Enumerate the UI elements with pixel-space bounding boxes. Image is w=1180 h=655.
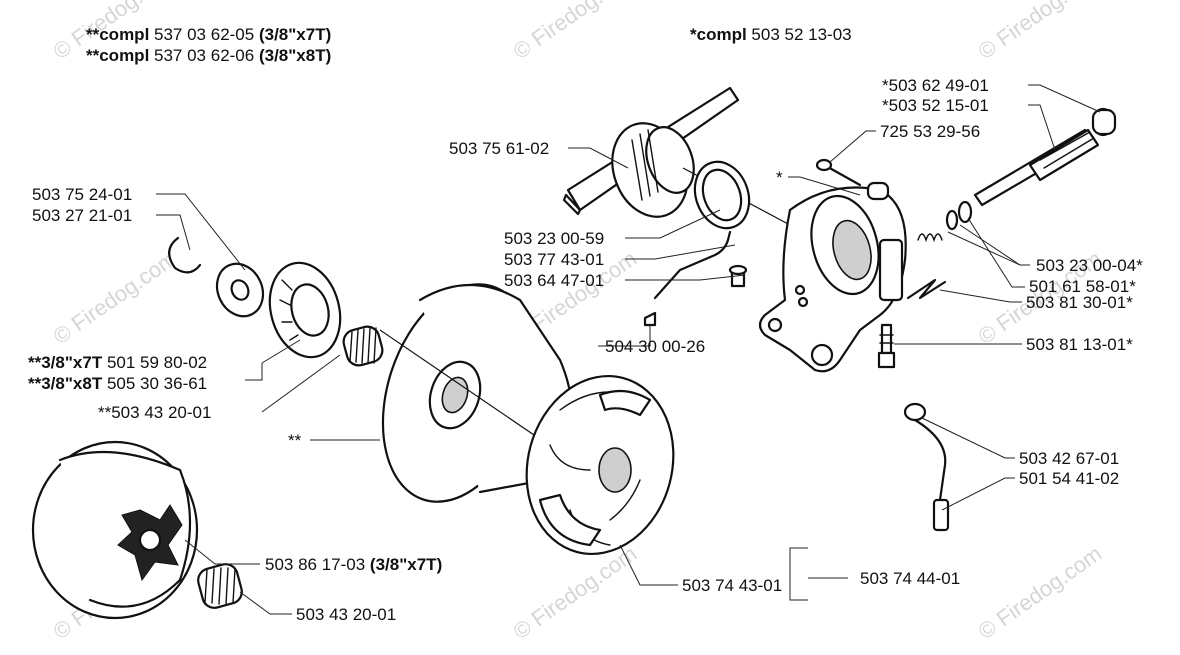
spur-sprocket-drawing xyxy=(31,440,199,620)
label-double-star: ** xyxy=(288,431,302,450)
label-compl-503-52-13-03: *compl 503 52 13-03 xyxy=(690,25,852,44)
label-503-42-67-01: 503 42 67-01 xyxy=(1019,449,1119,468)
label-503-62-49-01: *503 62 49-01 xyxy=(882,76,989,95)
screw-drawing xyxy=(815,158,862,187)
label-501-61-58-01: 501 61 58-01* xyxy=(1029,277,1136,296)
label-503-27-21-01: 503 27 21-01 xyxy=(32,206,132,225)
oil-pipe-drawing xyxy=(643,230,748,327)
label-503-64-47-01: 503 64 47-01 xyxy=(504,271,604,290)
pump-shaft-drawing xyxy=(973,107,1117,207)
label-503-77-43-01: 503 77 43-01 xyxy=(504,250,604,269)
label-503-74-44-01: 503 74 44-01 xyxy=(860,569,960,588)
label-503-43-20-01-lower: 503 43 20-01 xyxy=(296,605,396,624)
spring-washers-drawing xyxy=(917,200,973,243)
o-ring-drawing xyxy=(693,160,751,230)
label-504-30-00-26: 504 30 00-26 xyxy=(605,337,705,356)
label-505-30-36-61: **3/8"x8T 505 30 36-61 xyxy=(28,374,207,393)
label-503-81-30-01: 503 81 30-01* xyxy=(1026,293,1133,312)
rim-sprocket-drawing xyxy=(268,261,342,359)
label-compl-537-03-62-05: **compl 537 03 62-05 (3/8"x7T) xyxy=(86,25,331,44)
label-501-59-80-02: **3/8"x7T 501 59 80-02 xyxy=(28,353,207,372)
label-compl-537-03-62-06: **compl 537 03 62-06 (3/8"x8T) xyxy=(86,46,331,65)
label-503-23-00-59: 503 23 00-59 xyxy=(504,229,604,248)
needle-bearing-small-drawing xyxy=(197,563,243,609)
label-503-75-24-01: 503 75 24-01 xyxy=(32,185,132,204)
label-503-23-00-04: 503 23 00-04* xyxy=(1036,256,1143,275)
centrifugal-clutch-drawing xyxy=(525,374,675,556)
adjust-screw-drawing xyxy=(877,323,896,369)
oil-hose-drawing xyxy=(903,402,950,532)
label-503-86-17-03: 503 86 17-03 (3/8"x7T) xyxy=(265,555,442,574)
watermark: © Firedog.com xyxy=(974,0,1107,64)
oil-pump-housing-drawing xyxy=(758,181,907,373)
label-503-43-20-01-upper: **503 43 20-01 xyxy=(98,403,211,422)
label-725-53-29-56: 725 53 29-56 xyxy=(880,122,980,141)
watermark: © Firedog.com xyxy=(509,0,642,64)
watermark: © Firedog.com xyxy=(509,541,642,644)
needle-bearing-drawing xyxy=(342,325,384,367)
label-503-81-13-01: 503 81 13-01* xyxy=(1026,335,1133,354)
circlip-washer-drawing xyxy=(168,236,265,318)
clutch-drum-drawing xyxy=(379,283,601,503)
leader-lines xyxy=(156,84,1101,615)
plug-drawing xyxy=(906,278,947,300)
label-503-52-15-01: *503 52 15-01 xyxy=(882,96,989,115)
label-503-74-43-01: 503 74 43-01 xyxy=(682,576,782,595)
label-503-75-61-02: 503 75 61-02 xyxy=(449,139,549,158)
watermark: © Firedog.com xyxy=(49,246,182,349)
clutch-cover-plate-drawing xyxy=(562,86,791,226)
watermark: © Firedog.com xyxy=(974,541,1107,644)
label-star: * xyxy=(776,168,783,187)
label-501-54-41-02: 501 54 41-02 xyxy=(1019,469,1119,488)
part-labels: **compl 537 03 62-05 (3/8"x7T) **compl 5… xyxy=(28,25,1143,624)
